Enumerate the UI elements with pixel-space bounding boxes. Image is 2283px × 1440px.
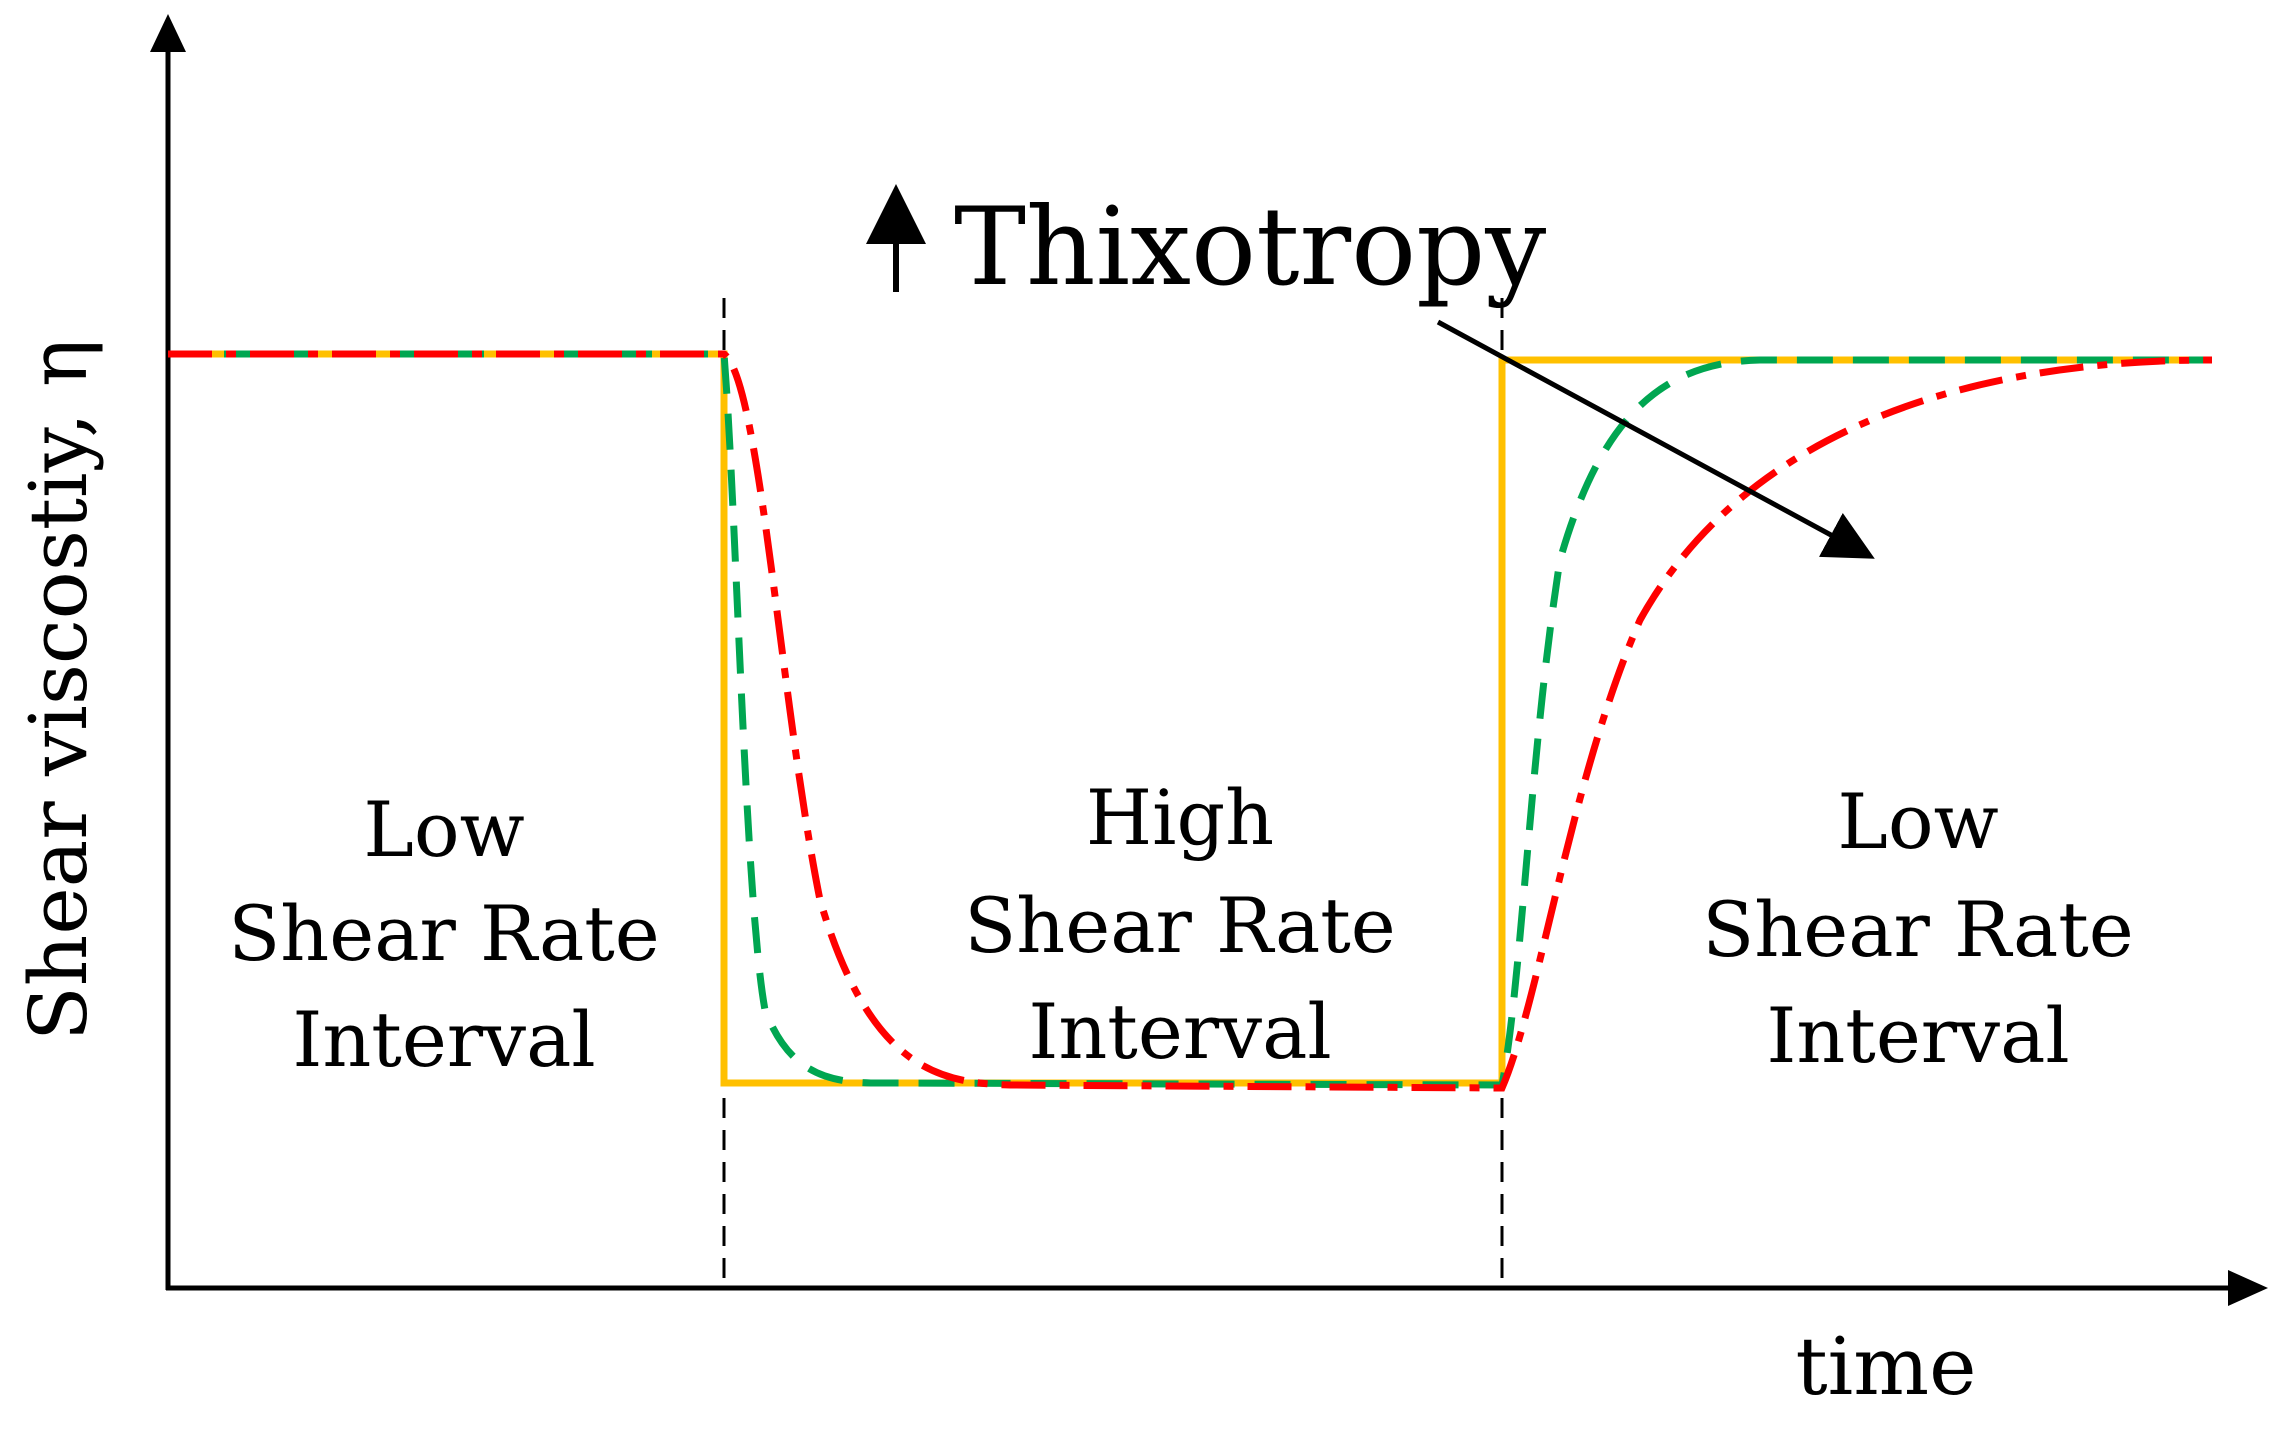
- region-low-shear-right: Low Shear Rate Interval: [1702, 777, 2134, 1080]
- region-3-line-3: Interval: [1766, 991, 2069, 1080]
- region-1-line-3: Interval: [292, 995, 595, 1084]
- curve-high-thixotropy: [168, 350, 2213, 1092]
- region-2-line-1: High: [1086, 773, 1274, 862]
- region-high-shear: High Shear Rate Interval: [964, 773, 1396, 1076]
- thixotropy-label: Thixotropy: [954, 185, 1546, 310]
- region-1-line-2: Shear Rate: [228, 889, 660, 978]
- region-2-line-3: Interval: [1028, 987, 1331, 1076]
- x-axis-arrowhead: [2228, 1270, 2268, 1306]
- region-3-line-1: Low: [1837, 777, 1998, 866]
- x-axis-title: time: [1796, 1320, 1977, 1413]
- region-low-shear-left: Low Shear Rate Interval: [228, 785, 660, 1084]
- thixotropy-trend-arrow: [1436, 319, 1875, 559]
- y-axis-title: Shear viscostiy, η: [12, 339, 105, 1041]
- region-1-line-1: Low: [363, 785, 524, 874]
- region-3-line-2: Shear Rate: [1702, 885, 2134, 974]
- y-axis-arrowhead: [150, 14, 186, 52]
- region-2-line-2: Shear Rate: [964, 881, 1396, 970]
